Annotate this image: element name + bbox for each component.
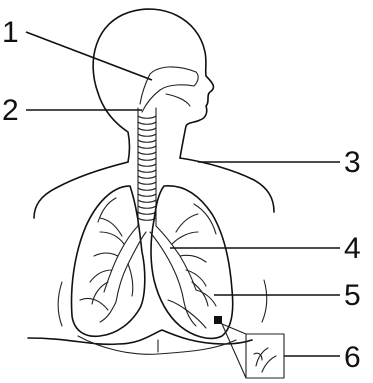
trachea-ring (138, 206, 156, 208)
diaphragm (28, 330, 252, 354)
right-lung (151, 186, 233, 339)
alveolus-inset (222, 324, 284, 378)
trachea-ring (138, 122, 156, 124)
trachea-ring (138, 146, 156, 148)
trachea-ring (138, 164, 156, 166)
label-6: 6 (344, 341, 361, 374)
number-labels: 1 2 3 4 5 6 (2, 16, 361, 374)
trachea-ring (138, 170, 156, 172)
trachea-ring (138, 176, 156, 178)
label-3: 3 (344, 146, 361, 179)
trachea-ring (138, 212, 156, 214)
trachea-ring (138, 134, 156, 136)
label-4: 4 (344, 232, 361, 265)
label-1: 1 (2, 16, 19, 49)
trachea-ring (138, 152, 156, 154)
trachea-ring (138, 182, 156, 184)
trachea-ring (138, 200, 156, 202)
trachea-ring (138, 194, 156, 196)
left-lung (72, 186, 145, 336)
label-2: 2 (2, 94, 19, 127)
trachea-ring (138, 140, 156, 142)
trachea (138, 108, 156, 226)
bronchial-tree (90, 214, 222, 326)
head-outline (93, 9, 213, 162)
trachea-ring (138, 116, 156, 118)
trachea-ring (138, 158, 156, 160)
trachea-ring (138, 128, 156, 130)
leader-1 (26, 32, 152, 80)
nasal-cavity (140, 67, 198, 112)
label-5: 5 (344, 279, 361, 312)
trachea-ring (138, 188, 156, 190)
